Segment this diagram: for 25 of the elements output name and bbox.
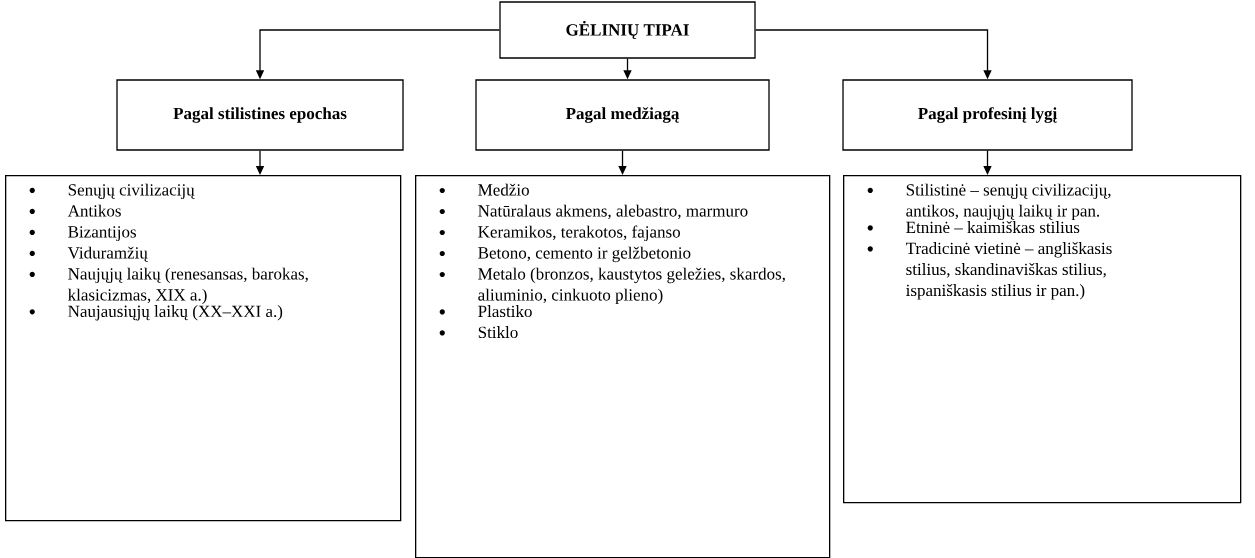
bullet-item: Plastiko [439, 305, 532, 318]
bullet-item: Stiklo [439, 326, 518, 339]
bullet-item: Medžio [439, 183, 529, 196]
bullet-item: Etninė – kaimiškas stilius [867, 221, 1080, 234]
arrow [983, 150, 992, 175]
bullet-item: Antikos [29, 204, 121, 217]
bullet-item: Keramikos, terakotos, fajanso [439, 225, 680, 242]
list-box [415, 175, 831, 558]
bullet-item: Natūralaus akmens, alebastro, marmuro [439, 204, 748, 220]
category-box: Pagal profesinį lygį [842, 79, 1133, 151]
bullet-item: Senųjų civilizacijų [29, 183, 195, 200]
bullet-item: Tradicinė vietinė – angliškasis stilius, skandinaviškas stilius, ispaniškasis stilius ir pan.) [867, 242, 1112, 300]
bullet-item: Naujausiųjų laikų (XX–XXI a.) [29, 305, 283, 321]
bullet-item: Naujųjų laikų (renesansas, barokas, klasicizmas, XIX a.) [29, 267, 308, 305]
list-box [843, 175, 1242, 504]
bullet-item: Viduramžių [29, 246, 148, 262]
bullet-item: Metalo (bronzos, kaustytos geležies, skardos, aliuminio, cinkuoto plieno) [439, 267, 785, 305]
category-box: Pagal stilistines epochas [116, 79, 404, 151]
bullet-item: Bizantijos [29, 226, 136, 242]
arrow [618, 150, 627, 175]
bullet-item: Betono, cemento ir gelžbetonio [439, 246, 691, 263]
bullet-item: Stilistinė – senųjų civilizacijų, antikos, naujųjų laikų ir pan. [867, 183, 1111, 221]
category-box: Pagal medžiagą [475, 79, 770, 151]
list-box [5, 175, 402, 522]
category-box: GĖLINIŲ TIPAI [499, 1, 756, 59]
